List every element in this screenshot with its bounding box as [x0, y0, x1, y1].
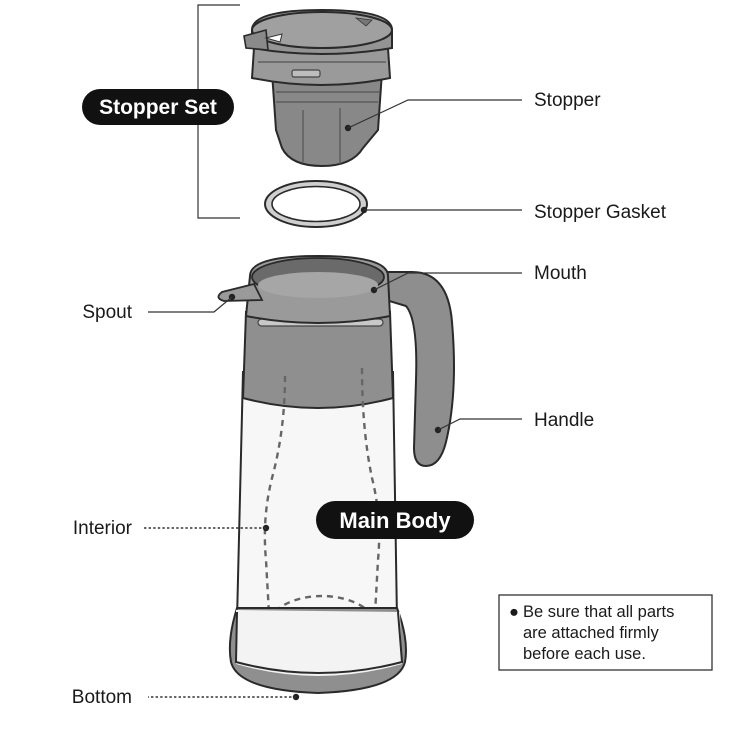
label-spout: Spout [82, 302, 132, 323]
label-stopper: Stopper [534, 90, 601, 111]
usage-note: ● Be sure that all parts are attached fi… [498, 594, 713, 671]
label-stopper-gasket: Stopper Gasket [534, 202, 667, 223]
note-line-1: Be sure that all parts [523, 603, 674, 621]
stopper-set-label: Stopper Set [82, 89, 234, 125]
main-body-label: Main Body [316, 501, 474, 539]
main-body-text: Main Body [339, 508, 451, 533]
note-line-3: before each use. [523, 645, 646, 663]
leader-lines [144, 99, 522, 701]
note-line-2: are attached firmly [523, 624, 659, 642]
stopper-set-text: Stopper Set [99, 96, 217, 119]
stopper-gasket-illustration [264, 180, 368, 228]
label-interior: Interior [73, 518, 133, 539]
pitcher-illustration [217, 254, 455, 695]
note-bullet: ● [509, 603, 519, 621]
label-bottom: Bottom [72, 687, 132, 708]
label-mouth: Mouth [534, 263, 587, 284]
label-handle: Handle [534, 410, 594, 431]
stopper-illustration [243, 8, 393, 168]
